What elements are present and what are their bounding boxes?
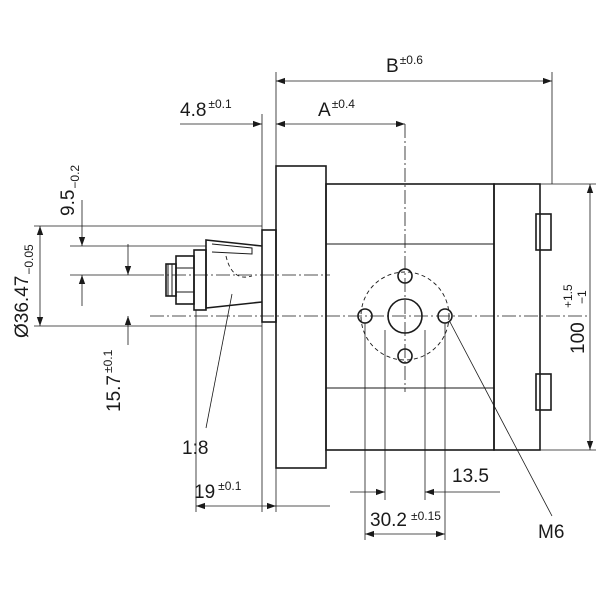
dim-100-value: 100 [568,322,589,354]
dim-19-value: 19 [194,482,215,503]
shaft-washer [193,249,207,311]
dim-9-5-tol: −0.2 [68,165,82,189]
dim-diameter-value: Ø36.47 [12,276,33,338]
dim-100-tol-lower: −1 [575,290,589,304]
dim-100: 100 [568,322,589,354]
dim-19: 19±0.1 [194,479,242,503]
leader-taper [205,293,233,429]
shaft-thread-end [165,263,177,297]
pump-body [261,165,552,469]
dimension-lines [36,77,594,538]
dimension-labels: B±0.6 A±0.4 4.8±0.1 9.5−0.2 Ø36.47−0.05 … [12,53,589,543]
rear-cover [493,183,541,451]
dim-15-7-value: 15.7 [104,375,125,412]
dim-a-value: A [318,100,331,121]
dim-15-7-tol: ±0.1 [101,349,115,373]
shaft-key [211,243,253,255]
flange-spigot [261,229,277,323]
pump-housing [325,183,495,451]
center-lines [150,124,590,392]
dim-diameter-tol: −0.05 [22,244,36,275]
dim-a: A±0.4 [318,97,355,121]
dim-m6: M6 [538,522,564,543]
dim-30-2: 30.2 ±0.15 [370,509,441,531]
leader-m6 [449,321,553,517]
key-hidden-arc [225,255,253,278]
dim-b-value: B [386,56,399,77]
dim-b: B±0.6 [386,53,423,77]
dim-13-5: 13.5 [452,466,489,487]
rear-bolt-upper [535,213,552,251]
dim-a-tol: ±0.4 [332,97,356,111]
shaft-nut [175,255,195,305]
dim-30-2-value: 30.2 [370,510,407,531]
rear-bolt-lower [535,373,552,411]
dim-9-5-value: 9.5 [58,190,79,216]
shaft-taper [205,239,263,309]
dim-taper: 1:8 [182,438,208,459]
dim-4-8-tol: ±0.1 [208,97,232,111]
dim-4-8: 4.8±0.1 [180,97,232,121]
dim-30-2-tol: ±0.15 [411,509,441,523]
dim-9-5: 9.5−0.2 [58,165,82,216]
dim-diameter: Ø36.47−0.05 [12,244,36,338]
dim-19-tol: ±0.1 [218,479,242,493]
mounting-flange [275,165,327,469]
dim-100-tol-upper: +1.5 [561,284,575,308]
extension-lines [34,72,596,540]
dim-b-tol: ±0.6 [400,53,424,67]
tapered-shaft [165,239,263,311]
dim-4-8-value: 4.8 [180,100,206,121]
dim-15-7: 15.7 ±0.1 [101,349,125,412]
